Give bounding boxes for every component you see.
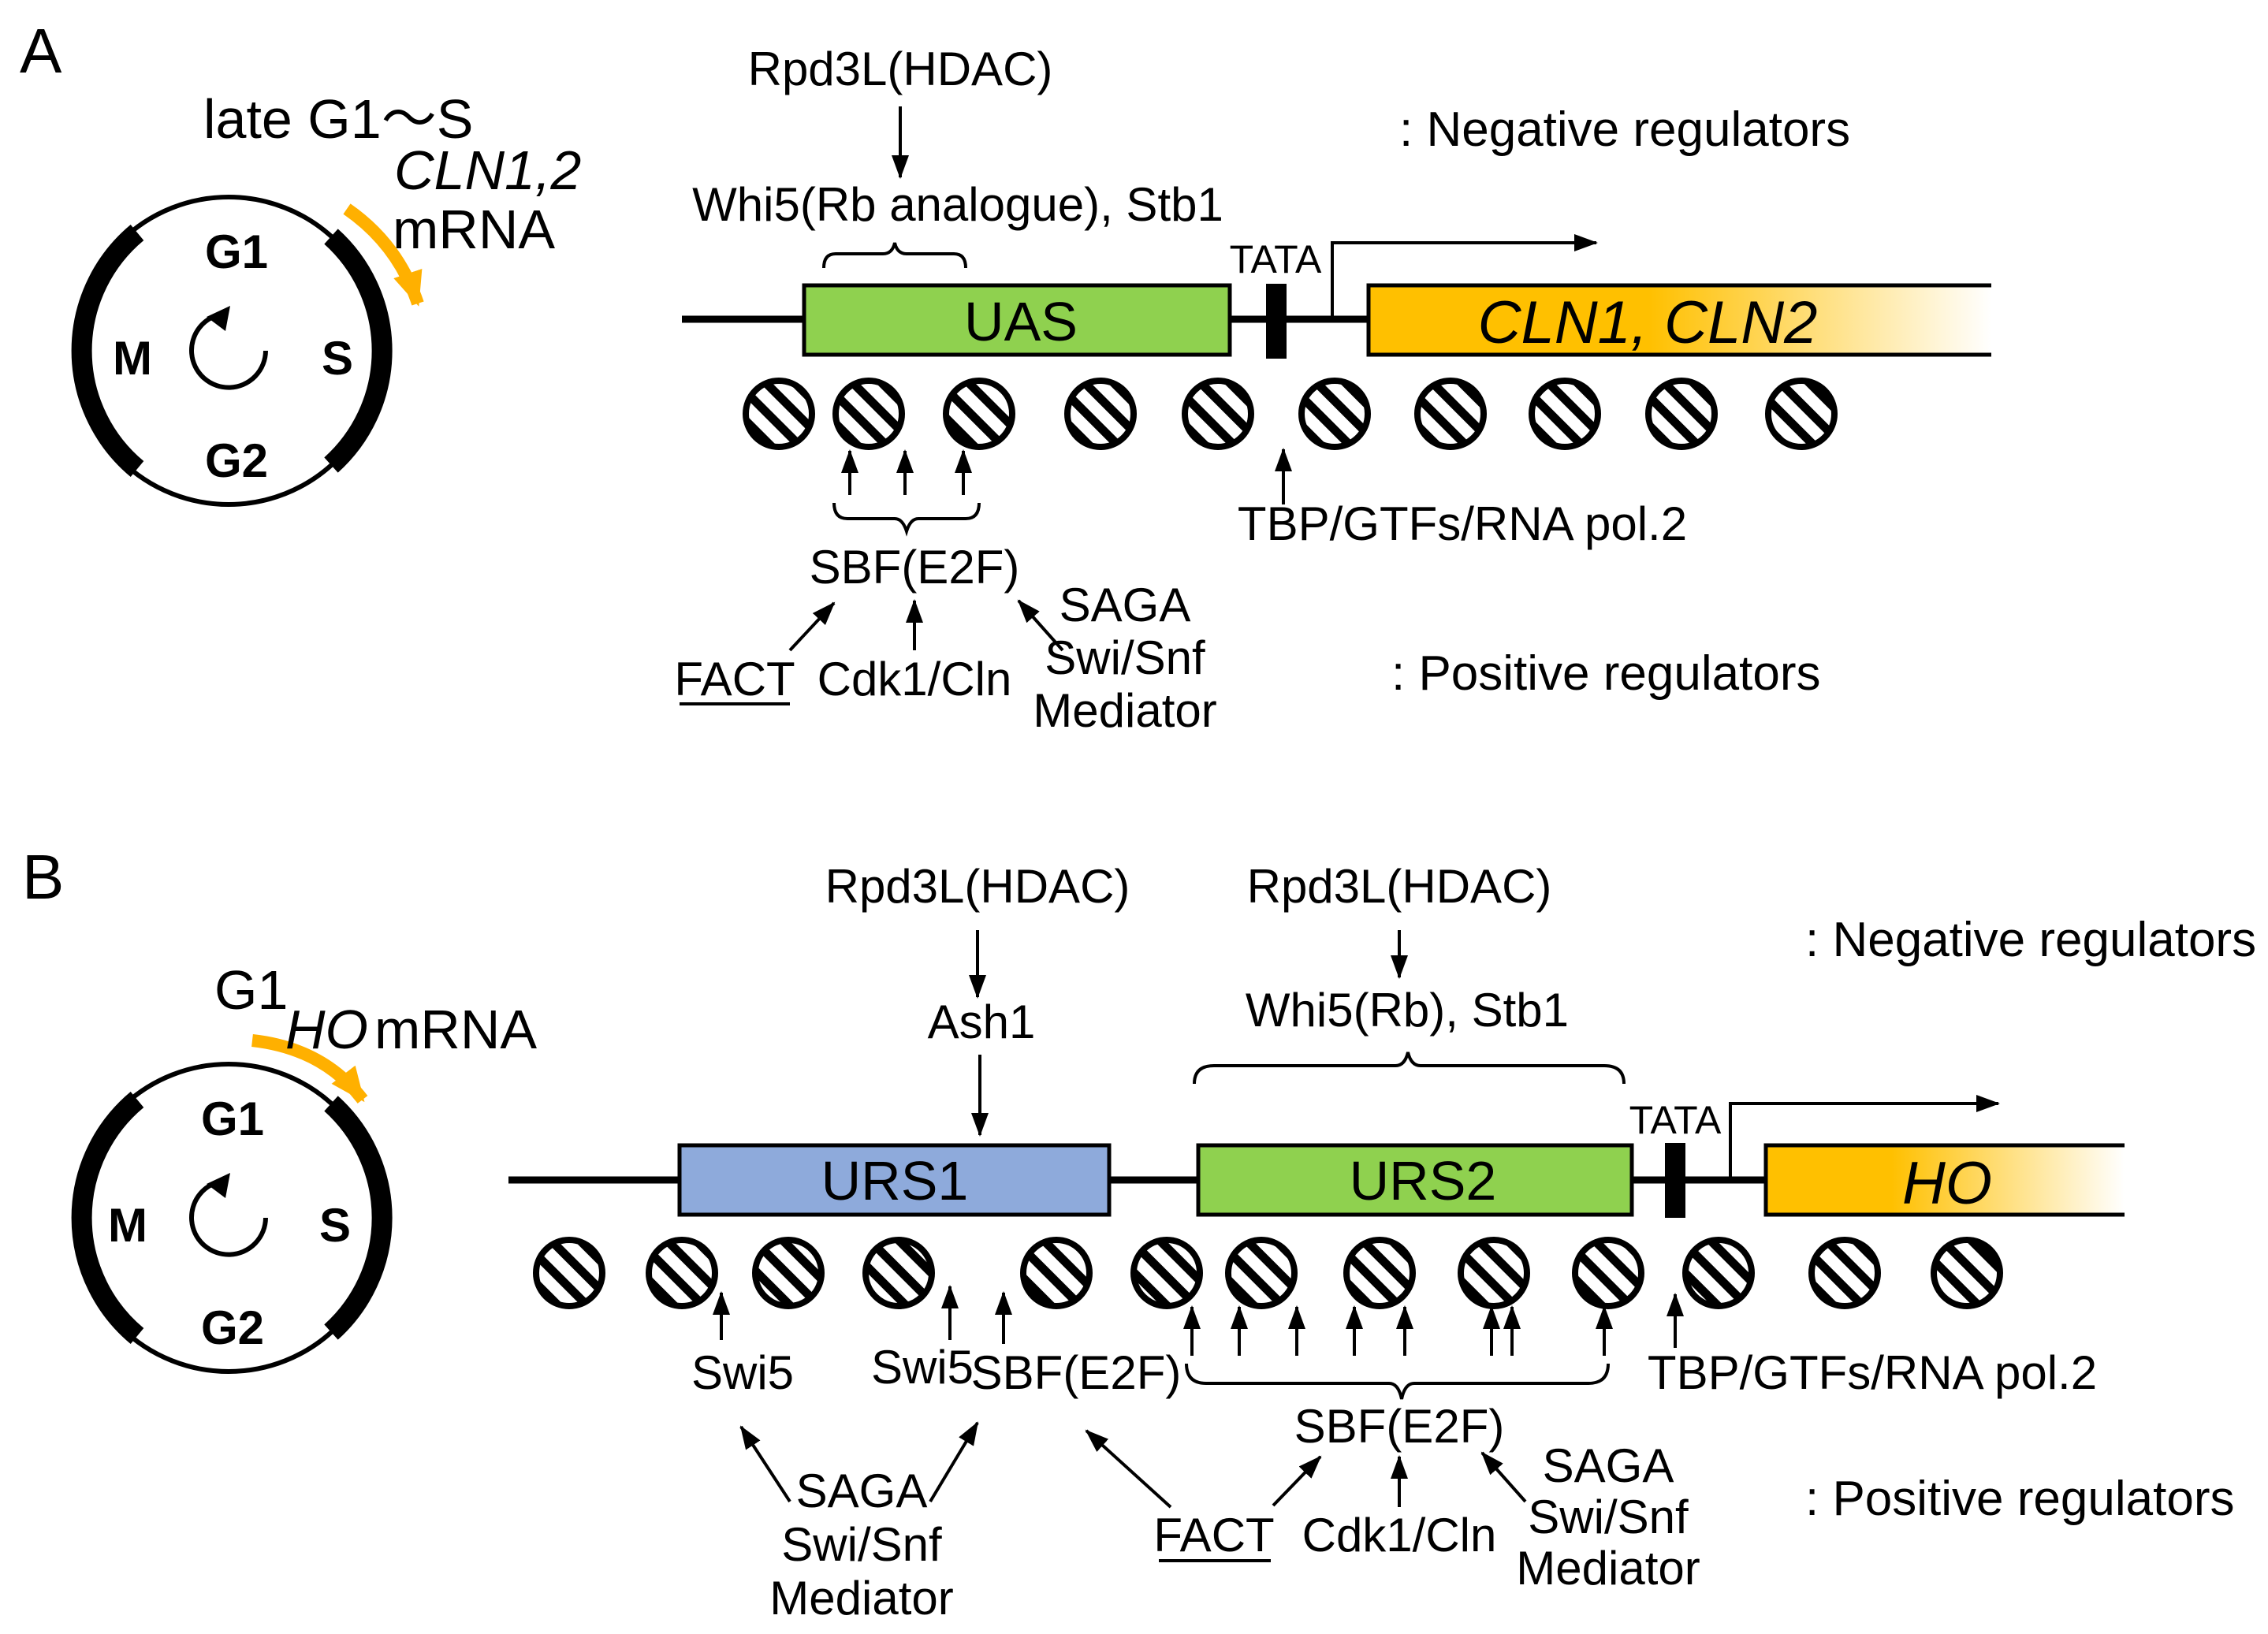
cdk-label: Cdk1/Cln <box>1302 1509 1497 1561</box>
positive-regulators-label: : Positive regulators <box>1391 646 1820 701</box>
mrna-gene: HO <box>285 999 368 1060</box>
nucleosomes-b <box>533 1237 2003 1309</box>
phase-s: S <box>319 1199 351 1252</box>
tata-box <box>1665 1143 1685 1218</box>
tata-box <box>1266 284 1287 359</box>
sbf-label: SBF(E2F) <box>810 541 1020 594</box>
ash1-label: Ash1 <box>928 996 1036 1048</box>
swisnf-label-2: Swi/Snf <box>1528 1491 1689 1543</box>
sbf-brace <box>832 502 981 537</box>
rpd3l-label-2: Rpd3L(HDAC) <box>1247 860 1552 913</box>
cell-cycle-a: G1 S G2 M late G1〜S CLN1,2 mRNA <box>71 88 581 507</box>
tata-label: TATA <box>1629 1098 1722 1142</box>
swisnf-label-1: Swi/Snf <box>781 1518 942 1571</box>
whi5-label: Whi5(Rb analogue), Stb1 <box>692 178 1223 231</box>
positive-regulators-a: SBF(E2F) TBP/GTFs/RNA pol.2 FACT Cdk1/Cl… <box>674 448 1820 737</box>
mrna-timing-arrow-icon <box>343 203 424 307</box>
sbf-arrows-urs2 <box>1183 1305 1613 1356</box>
gene-box <box>1766 1145 2125 1215</box>
saga-label-1: SAGA <box>796 1465 928 1517</box>
urs1-box <box>677 1143 1112 1217</box>
cycle-direction-icon <box>189 311 268 390</box>
swisnf-label: Swi/Snf <box>1045 631 1205 684</box>
whi5-label: Whi5(Rb), Stb1 <box>1246 984 1569 1037</box>
negative-regulators-label: : Negative regulators <box>1805 913 2256 967</box>
fact-label: FACT <box>1153 1509 1274 1561</box>
tbp-label: TBP/GTFs/RNA pol.2 <box>1648 1346 2097 1399</box>
tata-label: TATA <box>1230 237 1322 281</box>
phase-text: late G1〜S <box>203 88 473 150</box>
fact-label: FACT <box>674 653 795 705</box>
phase-s: S <box>322 332 353 385</box>
urs2-box <box>1196 1143 1634 1217</box>
phase-g2: G2 <box>201 1301 264 1354</box>
uas-label: UAS <box>964 291 1078 352</box>
negative-regulators-a: Rpd3L(HDAC) Whi5(Rb analogue), Stb1 : Ne… <box>692 43 1850 269</box>
phase-g1: G1 <box>201 1092 264 1145</box>
mediator-label-2: Mediator <box>1516 1542 1700 1595</box>
phase-text: G1 <box>214 959 288 1021</box>
gene-box <box>1369 285 1991 355</box>
saga-label-2: SAGA <box>1543 1439 1674 1492</box>
urs2-label: URS2 <box>1350 1150 1497 1212</box>
tbp-label: TBP/GTFs/RNA pol.2 <box>1238 497 1687 550</box>
positive-regulators-label: : Positive regulators <box>1805 1472 2234 1526</box>
transcription-start-arrow-icon <box>1331 234 1598 319</box>
swi5-label-2: Swi5 <box>871 1341 974 1394</box>
cycle-direction-icon <box>189 1178 268 1257</box>
whi5-brace <box>1193 1051 1626 1085</box>
uas-box <box>802 283 1232 357</box>
sbf-label-2: SBF(E2F) <box>1294 1400 1505 1453</box>
cdk-label: Cdk1/Cln <box>817 653 1012 705</box>
panel-b-label: B <box>22 842 64 912</box>
mrna-timing-arrow-icon <box>251 1034 368 1104</box>
nucleosomes-a <box>743 378 1838 450</box>
promoter-b: URS1 URS2 TATA HO <box>508 1095 2125 1218</box>
gene-label: CLN1, CLN2 <box>1478 289 1818 356</box>
sbf-label-1: SBF(E2F) <box>971 1346 1182 1399</box>
mrna-gene: CLN1,2 <box>394 140 581 201</box>
swi5-label-1: Swi5 <box>691 1346 794 1399</box>
phase-m: M <box>113 332 152 385</box>
phase-g2: G2 <box>205 434 268 487</box>
saga-label: SAGA <box>1060 579 1191 631</box>
sbf-brace <box>1185 1363 1610 1400</box>
gene-label: HO <box>1902 1150 1992 1217</box>
negative-regulators-label: : Negative regulators <box>1399 102 1850 157</box>
phase-g1: G1 <box>205 225 268 278</box>
mrna-word: mRNA <box>393 199 555 260</box>
urs1-label: URS1 <box>821 1150 969 1212</box>
negative-regulators-b: Rpd3L(HDAC) Ash1 Rpd3L(HDAC) Whi5(Rb), S… <box>825 860 2256 1137</box>
rpd3l-label-1: Rpd3L(HDAC) <box>825 860 1130 913</box>
cell-cycle-b: G1 S G2 M G1 HO mRNA <box>71 959 537 1374</box>
mrna-word: mRNA <box>374 999 537 1060</box>
rpd3l-label: Rpd3L(HDAC) <box>748 43 1053 95</box>
positive-regulators-b: Swi5 Swi5 SBF(E2F) SBF(E2F) TBP/GTFs/RNA… <box>691 1285 2234 1625</box>
promoter-a: UAS TATA CLN1, CLN2 <box>682 234 1991 359</box>
mediator-label: Mediator <box>1033 684 1216 737</box>
phase-m: M <box>108 1199 147 1252</box>
whi5-brace <box>822 242 967 269</box>
transcription-start-arrow-icon <box>1729 1095 2000 1180</box>
panel-a-label: A <box>20 16 62 86</box>
mediator-label-1: Mediator <box>769 1572 953 1625</box>
